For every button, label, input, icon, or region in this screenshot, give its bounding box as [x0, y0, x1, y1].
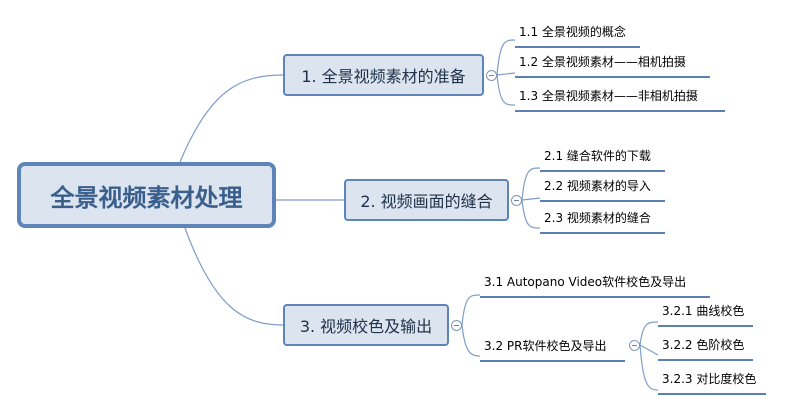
connector-topic3-child1	[461, 294, 481, 326]
connector-topic2-child3	[521, 199, 541, 229]
connector-sub-child1	[639, 321, 659, 346]
topic-3[interactable]: 3. 视频校色及输出	[283, 304, 449, 346]
collapse-toggle-icon[interactable]	[486, 70, 497, 81]
subtopic-2-1[interactable]: 2.1 缝合软件的下载	[540, 148, 665, 172]
subtopic-1-1[interactable]: 1.1 全景视频的概念	[515, 24, 640, 48]
connector-sub-child3	[639, 344, 659, 391]
connector-topic1-child2	[496, 72, 516, 76]
root-topic[interactable]: 全景视频素材处理	[17, 162, 276, 228]
connector-sub-child2	[639, 344, 659, 356]
subtopic-2-3[interactable]: 2.3 视频素材的缝合	[540, 210, 665, 234]
connector-topic2-child1	[521, 167, 541, 201]
topic-1[interactable]: 1. 全景视频素材的准备	[283, 54, 484, 96]
connector-topic1-child3	[496, 74, 516, 106]
subtopic-3-2-2[interactable]: 3.2.2 色阶校色	[658, 337, 753, 361]
subtopic-3-2-3[interactable]: 3.2.3 对比度校色	[658, 371, 766, 395]
subtopic-3-1[interactable]: 3.1 Autopano Video软件校色及导出	[480, 274, 710, 298]
connector-root-topic-1	[179, 74, 284, 163]
topic-2[interactable]: 2. 视频画面的缝合	[344, 179, 509, 221]
subtopic-1-3[interactable]: 1.3 全景视频素材——非相机拍摄	[515, 88, 725, 112]
collapse-toggle-icon[interactable]	[511, 195, 522, 206]
subtopic-2-2[interactable]: 2.2 视频素材的导入	[540, 178, 665, 202]
connector-topic1-child1	[496, 39, 516, 76]
connector-topic3-child2	[461, 324, 481, 357]
connector-topic2-child2	[521, 197, 541, 201]
subtopic-3-2[interactable]: 3.2 PR软件校色及导出	[480, 338, 625, 362]
connector-root-topic-3	[184, 227, 284, 326]
collapse-toggle-icon[interactable]	[629, 340, 640, 351]
subtopic-1-2[interactable]: 1.2 全景视频素材——相机拍摄	[515, 54, 710, 78]
subtopic-3-2-1[interactable]: 3.2.1 曲线校色	[658, 303, 753, 327]
collapse-toggle-icon[interactable]	[451, 320, 462, 331]
